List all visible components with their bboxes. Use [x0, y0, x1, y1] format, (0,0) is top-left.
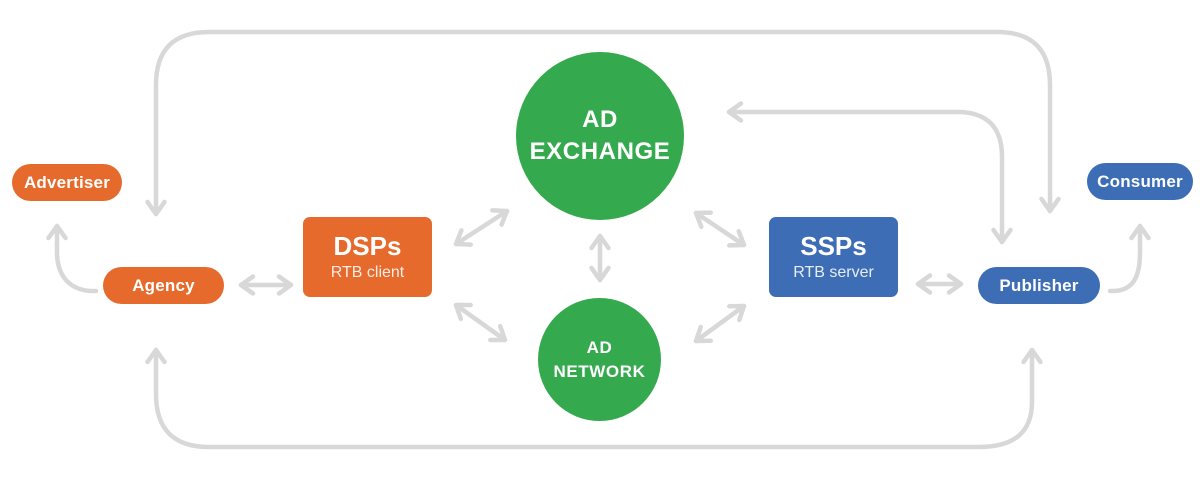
- advertiser-node: Advertiser: [12, 164, 122, 201]
- agency-label: Agency: [132, 275, 195, 295]
- agency-node: Agency: [103, 267, 224, 304]
- ssps-node: SSPs RTB server: [769, 217, 898, 297]
- advertiser-label: Advertiser: [23, 172, 111, 192]
- ad-exchange-label-line2: EXCHANGE: [529, 138, 671, 165]
- ssps-title: SSPs: [800, 230, 867, 261]
- dsps-node: DSPs RTB client: [303, 217, 432, 297]
- ad-network-label-line1: AD: [586, 337, 613, 357]
- ad-network-node: AD NETWORK: [538, 298, 661, 421]
- consumer-label: Consumer: [1097, 171, 1183, 191]
- dsps-title: DSPs: [333, 230, 402, 261]
- edge-top-route: [145, 29, 1061, 217]
- ssps-subtitle: RTB server: [793, 263, 874, 281]
- edge-dsps-ad-exchange: [453, 208, 510, 247]
- ad-exchange-node: AD EXCHANGE: [516, 52, 684, 220]
- edge-ad-network-ssps: [693, 303, 747, 344]
- ad-network-label-line2: NETWORK: [553, 361, 646, 381]
- consumer-node: Consumer: [1087, 163, 1193, 200]
- edge-ad-exchange-publisher: [726, 101, 1013, 245]
- ad-exchange-label-line1: AD: [582, 106, 618, 133]
- edge-bottom-route: [145, 347, 1043, 450]
- dsps-subtitle: RTB client: [330, 263, 405, 281]
- edge-ad-exchange-ssps: [693, 210, 747, 248]
- edge-agency-advertiser: [46, 223, 99, 294]
- edge-publisher-consumer: [1107, 223, 1151, 294]
- edge-dsps-ad-network: [453, 302, 508, 343]
- publisher-label: Publisher: [999, 275, 1079, 295]
- publisher-node: Publisher: [978, 267, 1100, 304]
